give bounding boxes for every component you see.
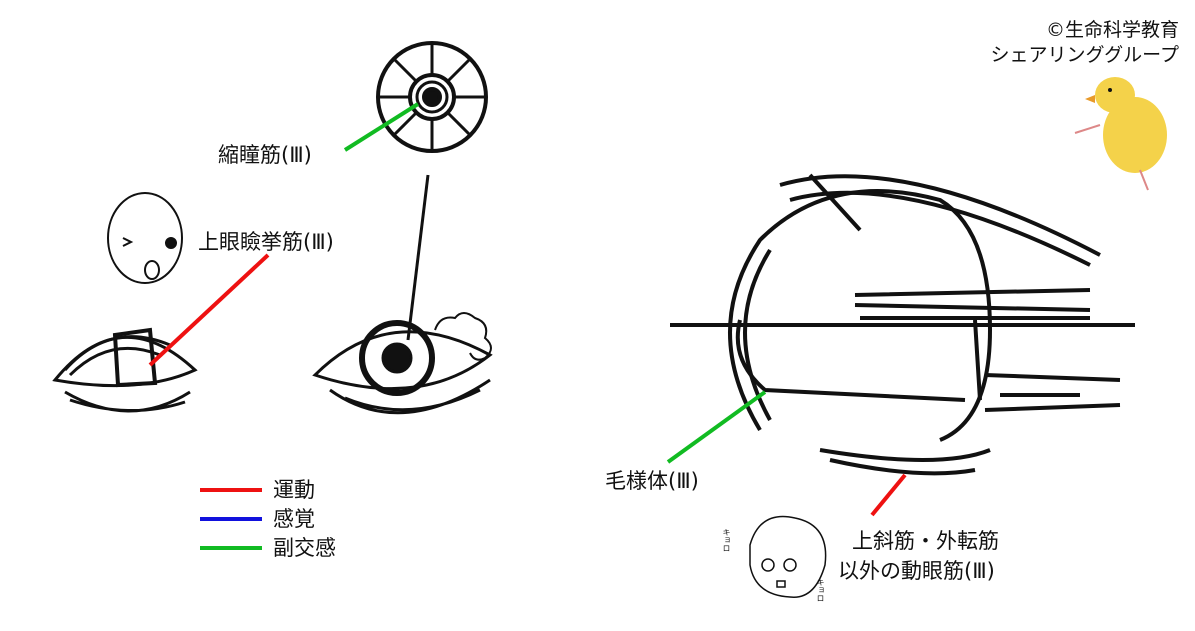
face-sfx-left: キョロ [722, 528, 731, 552]
boy-face-drawing [749, 515, 827, 598]
label-other-muscles-1: 上斜筋・外転筋 [852, 529, 999, 553]
label-ciliary-body: 毛様体(Ⅲ) [605, 469, 699, 493]
legend-swatches [200, 488, 262, 550]
face-sfx-right: キョロ [816, 578, 825, 602]
legend-label-motor: 運動 [273, 478, 315, 502]
label-sphincter-pupillae: 縮瞳筋(Ⅲ) [218, 143, 312, 167]
legend-label-parasympathetic: 副交感 [273, 536, 336, 560]
sphincter-pointer [343, 102, 420, 152]
credit-line-1: ©生命科学教育 [1045, 19, 1179, 41]
chick-drawing [1074, 77, 1167, 191]
left-eye-drawing [52, 327, 198, 413]
label-levator-palpebrae: 上眼瞼挙筋(Ⅲ) [198, 230, 334, 254]
legend-label-sensory: 感覚 [273, 507, 315, 531]
ciliary-pointer [666, 390, 767, 464]
levator-pointer [148, 253, 270, 367]
middle-eye-drawing [312, 312, 493, 415]
eyeball-cross-section [670, 173, 1135, 476]
credit-line-2: シェアリンググループ [990, 44, 1179, 66]
wink-face-drawing [107, 192, 183, 284]
other-muscles-pointer [870, 473, 907, 517]
label-other-muscles-2: 以外の動眼筋(Ⅲ) [838, 559, 995, 583]
iris-drawing [376, 41, 488, 341]
copyright-credit: ©生命科学教育 シェアリンググループ [991, 18, 1179, 68]
